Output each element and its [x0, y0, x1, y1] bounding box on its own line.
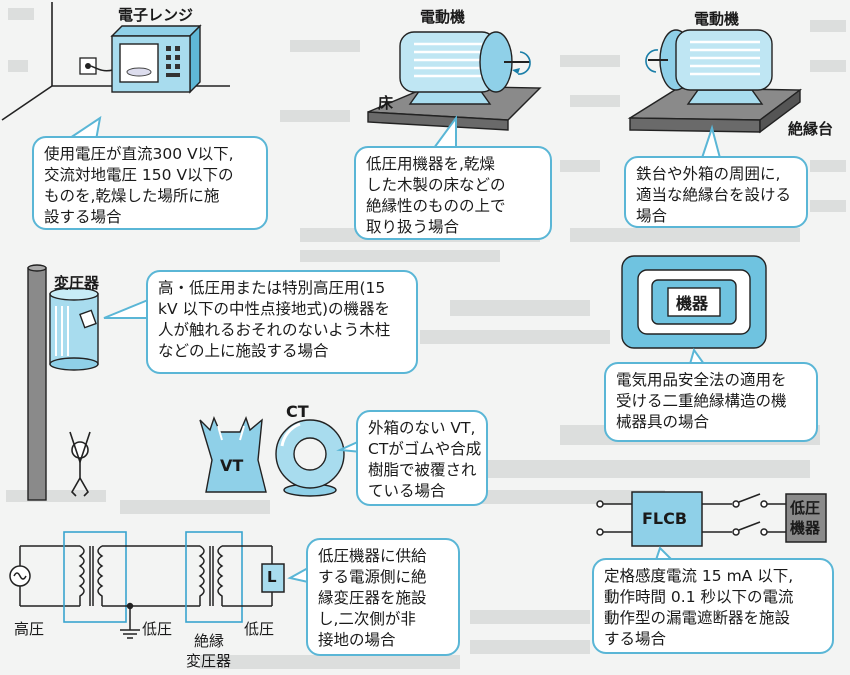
- label-microwave: 電子レンジ: [118, 6, 194, 24]
- callout-line: する電源側に絶: [318, 568, 427, 586]
- callout-insulating-stand: 鉄台や外箱の周囲に, 適当な絶縁台を設ける 場合: [624, 156, 808, 228]
- callout-line: ものを,乾燥した場所に施: [44, 187, 220, 205]
- background-texture: [6, 8, 846, 669]
- label-insulating-tf-2: 変圧器: [186, 652, 232, 670]
- callout-line: 縁変圧器を施設: [318, 589, 427, 607]
- callout-line: する場合: [604, 630, 667, 648]
- callout-elcb: 定格感度電流 15 mA 以下, 動作時間 0.1 秒以下の電流 動作型の漏電遮…: [592, 558, 834, 654]
- callout-line: した木製の床などの: [366, 176, 506, 194]
- label-load: L: [267, 568, 277, 586]
- label-vt: VT: [220, 456, 244, 475]
- elcb-circuit: [596, 491, 827, 547]
- callout-line: 交流対地電圧 150 V以下の: [44, 166, 234, 184]
- label-insulating-stand: 絶縁台: [788, 120, 834, 138]
- motor-2-icon: [645, 29, 773, 105]
- callout-line: 取り扱う場合: [366, 218, 460, 236]
- label-insulating-tf-1: 絶縁: [194, 632, 225, 650]
- callout-line: 使用電圧が直流300 V以下,: [44, 145, 234, 163]
- vt-icon: [199, 416, 267, 493]
- double-insulation-icon: [621, 255, 767, 349]
- label-lv-device-1: 低圧: [790, 499, 821, 517]
- callout-line: 接地の場合: [318, 631, 396, 649]
- callout-line: 外箱のない VT,: [368, 419, 476, 437]
- callout-wooden-pole: 高・低圧用または特別高圧用(15 kV 以下の中性点接地式)の機器を 人が触れる…: [146, 270, 418, 374]
- label-flcb: FLCB: [642, 509, 688, 528]
- callout-line: 低圧用機器を,乾燥: [366, 155, 495, 173]
- callout-line: 樹脂で被覆され: [368, 461, 477, 479]
- callout-line: ている場合: [368, 482, 446, 500]
- label-low-voltage-right: 低圧: [244, 620, 275, 638]
- callout-line: kV 以下の中性点接地式)の機器を: [158, 300, 391, 318]
- person-icon: [69, 431, 91, 497]
- callout-double-insulation: 電気用品安全法の適用を 受ける二重絶縁構造の機 械器具の場合: [604, 362, 818, 442]
- pole-transformer-icon: [49, 287, 99, 371]
- callout-line: し,二次側が非: [318, 610, 416, 628]
- insulating-transformer-circuit: [9, 531, 285, 639]
- label-low-voltage-mid: 低圧: [142, 620, 173, 638]
- label-transformer: 変圧器: [54, 274, 100, 292]
- label-motor-2: 電動機: [694, 10, 740, 28]
- callout-line: 高・低圧用または特別高圧用(15: [158, 279, 386, 297]
- callout-line: 定格感度電流 15 mA 以下,: [604, 567, 794, 585]
- callout-line: 設する場合: [44, 208, 122, 226]
- callout-line: 受ける二重絶縁構造の機: [616, 392, 787, 410]
- motor-1-icon: [399, 31, 531, 105]
- wooden-pole-icon: [27, 264, 47, 501]
- label-device: 機器: [676, 294, 709, 313]
- callout-line: CTがゴムや合成: [368, 440, 482, 458]
- ct-icon: [275, 419, 345, 497]
- label-floor: 床: [378, 94, 394, 112]
- callout-rubber-covered: 外箱のない VT, CTがゴムや合成 樹脂で被覆され ている場合: [356, 410, 488, 506]
- callout-line: 人が触れるおそれのないよう木柱: [158, 321, 391, 339]
- callout-insulating-transformer: 低圧機器に供給 する電源側に絶 縁変圧器を施設 し,二次側が非 接地の場合: [306, 538, 460, 656]
- microwave-icon: [110, 24, 202, 94]
- callout-dry-floor: 低圧用機器を,乾燥 した木製の床などの 絶縁性のものの上で 取り扱う場合: [354, 146, 552, 240]
- outlet-icon: [79, 57, 114, 75]
- label-motor-1: 電動機: [420, 8, 466, 26]
- callout-dry-location: 使用電圧が直流300 V以下, 交流対地電圧 150 V以下の ものを,乾燥した…: [32, 136, 268, 230]
- label-ct: CT: [286, 402, 309, 421]
- callout-line: 械器具の場合: [616, 413, 710, 431]
- callout-line: 電気用品安全法の適用を: [616, 371, 787, 389]
- label-high-voltage: 高圧: [14, 620, 45, 638]
- callout-line: 場合: [636, 207, 668, 225]
- callout-line: 動作型の漏電遮断器を施設: [604, 609, 791, 627]
- callout-line: 絶縁性のものの上で: [366, 197, 506, 215]
- callout-line: 適当な絶縁台を設ける: [636, 186, 792, 204]
- label-lv-device-2: 機器: [790, 519, 821, 537]
- callout-line: 低圧機器に供給: [318, 547, 427, 565]
- callout-line: 動作時間 0.1 秒以下の電流: [604, 588, 794, 606]
- callout-line: 鉄台や外箱の周囲に,: [636, 165, 781, 183]
- callout-line: などの上に施設する場合: [158, 342, 329, 360]
